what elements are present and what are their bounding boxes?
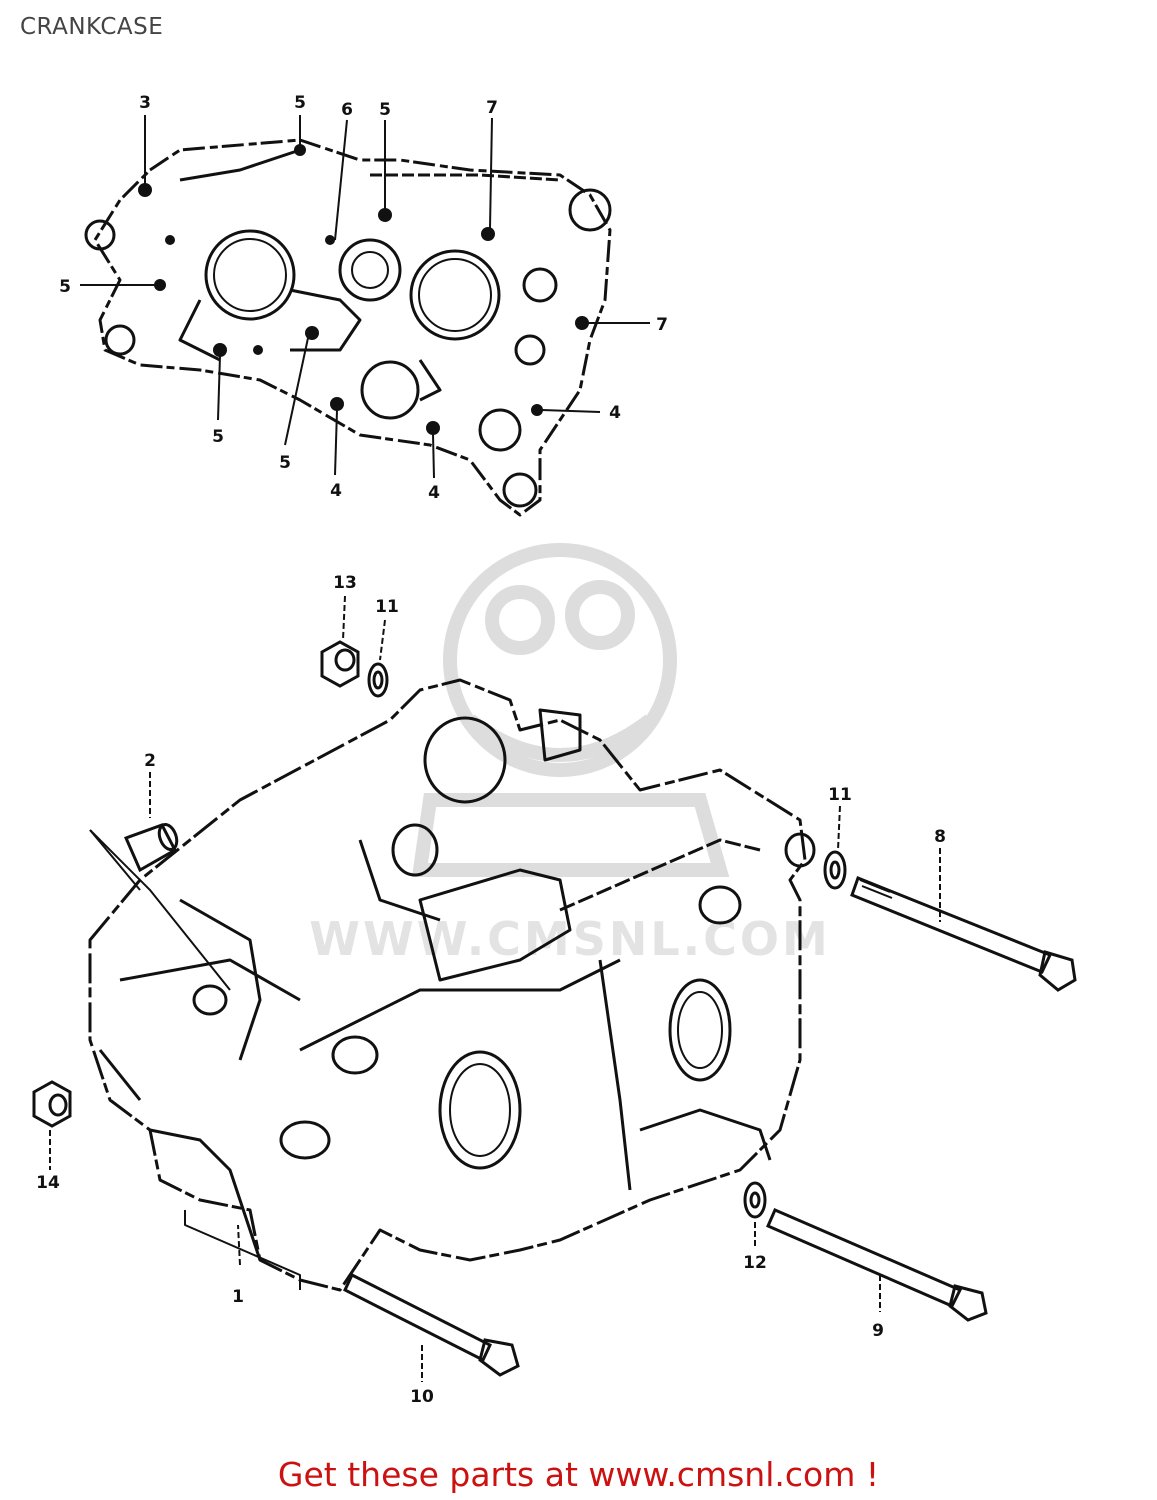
upper-crankcase-half bbox=[84, 138, 612, 517]
page-title: CRANKCASE bbox=[20, 14, 164, 40]
callout-12: 12 bbox=[743, 1253, 767, 1273]
callout-2: 2 bbox=[144, 751, 156, 771]
lower-leader-lines bbox=[49, 595, 941, 1382]
callout-labels: 3 5 6 5 7 5 7 4 5 5 4 4 13 11 2 11 8 14 … bbox=[36, 93, 946, 1407]
callout-10: 10 bbox=[410, 1387, 434, 1407]
washer-and-bolt-9 bbox=[743, 1181, 988, 1322]
footer-link[interactable]: Get these parts at www.cmsnl.com ! bbox=[277, 1455, 880, 1494]
callout-8: 8 bbox=[934, 827, 946, 847]
callout-3: 3 bbox=[139, 93, 151, 113]
cap-14 bbox=[32, 1080, 72, 1128]
callout-5: 5 bbox=[294, 93, 306, 113]
callout-5: 5 bbox=[279, 453, 291, 473]
upper-leader-lines bbox=[80, 115, 650, 479]
callout-5: 5 bbox=[379, 100, 391, 120]
nut-and-washer-top bbox=[320, 640, 389, 698]
callout-4: 4 bbox=[609, 403, 621, 423]
callout-4: 4 bbox=[330, 481, 342, 501]
callout-5: 5 bbox=[59, 277, 71, 297]
washer-and-bolt-8 bbox=[823, 850, 1077, 992]
callout-14: 14 bbox=[36, 1173, 60, 1193]
callout-4: 4 bbox=[428, 483, 440, 503]
callout-7: 7 bbox=[656, 315, 668, 335]
callout-11: 11 bbox=[828, 785, 852, 805]
lower-crankcase-assembly bbox=[88, 678, 816, 1292]
bolt-10 bbox=[343, 1272, 520, 1377]
callout-1: 1 bbox=[232, 1287, 244, 1307]
dowel-pin bbox=[89, 822, 231, 991]
watermark-text: WWW.CMSNL.COM bbox=[309, 912, 831, 966]
callout-6: 6 bbox=[341, 100, 353, 120]
callout-11: 11 bbox=[375, 597, 399, 617]
watermark-logo bbox=[411, 543, 730, 877]
callout-9: 9 bbox=[872, 1321, 884, 1341]
callout-5: 5 bbox=[212, 427, 224, 447]
callout-13: 13 bbox=[333, 573, 357, 593]
callout-7: 7 bbox=[486, 98, 498, 118]
